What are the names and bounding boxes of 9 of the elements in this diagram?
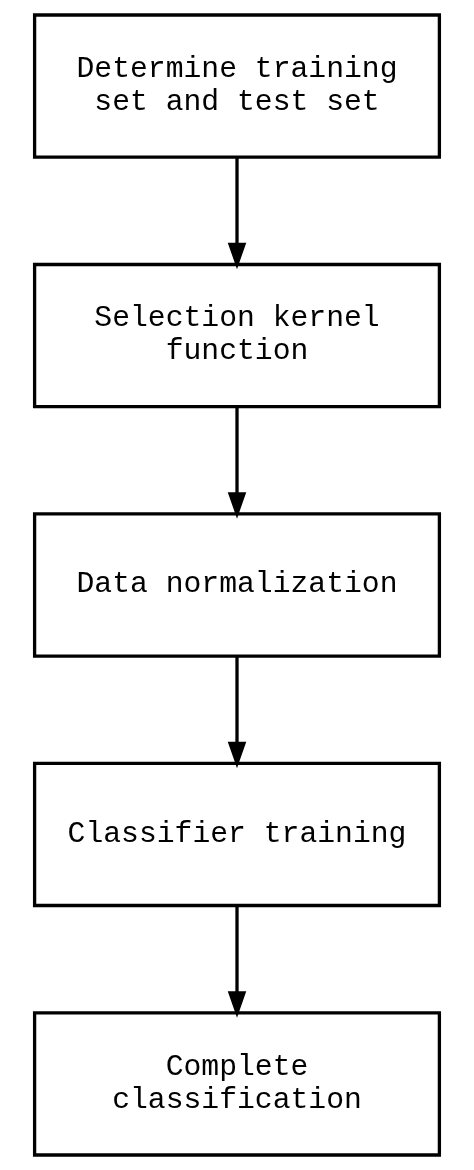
- node-box: Complete classification: [32, 1011, 442, 1157]
- arrow: [227, 407, 247, 519]
- arrow: [227, 157, 247, 270]
- node-box: Data normalization: [32, 512, 442, 658]
- arrow: [227, 906, 247, 1018]
- node-box: Classifier training: [32, 761, 442, 908]
- node-box: Determine training set and test set: [32, 13, 442, 159]
- arrow: [227, 656, 247, 769]
- node-box: Selection kernel function: [32, 262, 442, 409]
